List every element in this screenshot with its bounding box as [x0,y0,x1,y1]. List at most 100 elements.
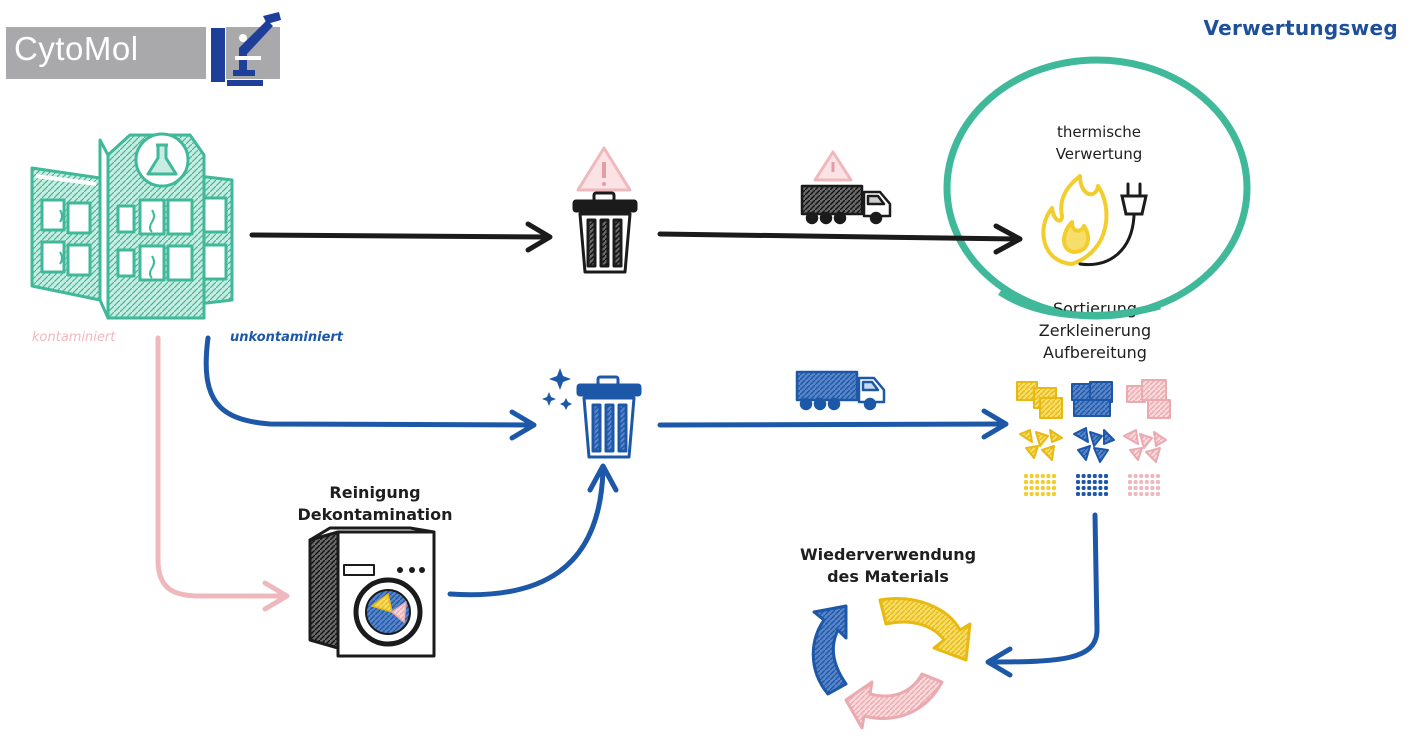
pellet [1029,486,1034,490]
label-thermal-line2: Verwertung [1055,145,1143,163]
pellet [1139,480,1144,484]
pellet [1092,474,1097,478]
flame-icon [1041,174,1109,266]
pellet [1139,486,1144,490]
arrow-head [993,223,1023,255]
pellet [1046,492,1051,496]
pellet [1156,480,1160,484]
arrow-head [509,409,537,441]
pellet [1052,486,1056,490]
label-thermal-line1: thermische [1056,123,1142,141]
pellet [1076,486,1080,490]
pellet [1150,480,1155,484]
pellet [1139,474,1144,478]
label-cleaning: Reinigung Dekontamination [290,482,460,526]
pellet [1098,480,1103,484]
pellet [1029,492,1034,496]
pellet [1087,486,1092,490]
arrow-head [262,580,290,612]
pellet [1052,480,1056,484]
microscope-icon [206,12,281,88]
label-sorting-line3: Aufbereitung [1043,343,1147,362]
pellet [1040,480,1045,484]
pellet [1087,480,1092,484]
arrow-head [525,221,553,253]
pellet [1098,474,1103,478]
pellet [1087,492,1092,496]
label-cleaning-line1: Reinigung [329,483,421,502]
pellet [1024,474,1028,478]
pellet [1052,492,1056,496]
trash-bin-icon [576,375,642,459]
arrow-head [981,408,1009,440]
label-contaminated: kontaminiert [32,330,116,345]
logo-text: CytoMol [14,30,139,67]
pellet [1156,492,1160,496]
pellet [1024,486,1028,490]
pellet [1035,492,1040,496]
pellet [1040,474,1045,478]
pellet [1133,492,1138,496]
pellet [1128,486,1132,490]
pellet [1133,474,1138,478]
pellet [1046,480,1051,484]
pellet [1128,480,1132,484]
pellet [1029,474,1034,478]
pellet [1098,492,1103,496]
pellet [1035,474,1040,478]
pellet [1092,492,1097,496]
material-pieces-icon [1016,379,1171,463]
label-cleaning-line2: Dekontamination [297,505,453,524]
pellet [1156,474,1160,478]
label-sorting-line1: Sortierung [1052,299,1138,318]
pellet [1150,492,1155,496]
pellet [1098,486,1103,490]
warning-triangle-icon [576,146,632,192]
material-pellets [1024,474,1160,496]
pellet [1139,492,1144,496]
pellet [1104,492,1108,496]
pellet [1040,492,1045,496]
pellet [1029,480,1034,484]
label-reuse-line1: Wiederverwendung [799,545,977,564]
arrow-uncontaminated [203,335,533,428]
washing-machine-icon [308,526,436,658]
trash-bin-icon [572,191,638,274]
pellet [1144,492,1149,496]
pellet [1081,474,1086,478]
pellet [1081,492,1086,496]
label-thermal: thermische Verwertung [1040,121,1158,165]
pellet [1133,480,1138,484]
label-uncontaminated: unkontaminiert [230,330,344,345]
arrow-contaminated [155,335,288,599]
pellet [1104,486,1108,490]
pellet [1076,492,1080,496]
pellet [1087,474,1092,478]
arrow-head [985,646,1013,678]
pellet [1150,474,1155,478]
arrow-head [587,463,619,493]
pellet [1024,480,1028,484]
pellet [1035,480,1040,484]
pellet [1104,480,1108,484]
page-title: Verwertungsweg [1203,16,1398,40]
pellet [1092,486,1097,490]
pellet [1144,474,1149,478]
sparkle-icon [542,368,572,410]
pellet [1046,474,1051,478]
pellet [1092,480,1097,484]
recycle-arrows-icon [811,597,972,730]
lab-building-icon [30,132,234,320]
pellet [1081,480,1086,484]
label-sorting: Sortierung Zerkleinerung Aufbereitung [1014,298,1176,364]
pellet [1128,492,1132,496]
warning-triangle-icon [813,150,853,182]
arrow-building-to-bin [249,232,551,240]
label-sorting-line2: Zerkleinerung [1038,321,1152,340]
arrow-sorting-to-reuse [987,512,1100,665]
pellet [1040,486,1045,490]
label-reuse: Wiederverwendung des Materials [790,544,986,588]
pellet [1046,486,1051,490]
pellet [1144,480,1149,484]
pellet [1076,474,1080,478]
